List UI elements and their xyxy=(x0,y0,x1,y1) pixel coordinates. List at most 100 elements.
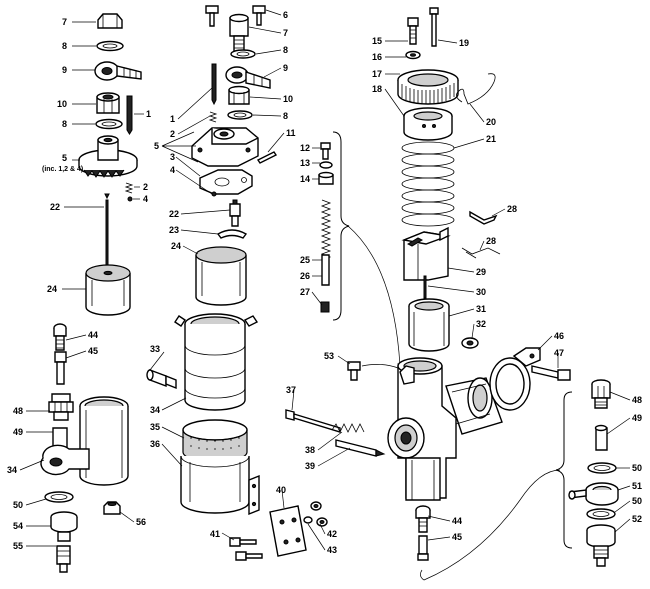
part-21-spring xyxy=(401,141,455,227)
part-51-banjo-right xyxy=(568,482,619,506)
label-17: 17 xyxy=(372,69,382,79)
part-49-filter-right xyxy=(595,427,608,451)
label-45b: 45 xyxy=(452,532,462,542)
label-22a: 22 xyxy=(50,202,60,212)
far-right-column xyxy=(555,379,619,567)
part-48-union-right xyxy=(591,379,611,409)
label-41: 41 xyxy=(210,529,220,539)
label-34b: 34 xyxy=(7,465,17,475)
part-13-washer xyxy=(319,161,333,169)
label-24a: 24 xyxy=(47,284,57,294)
part-41-screws xyxy=(229,537,263,561)
label-52: 52 xyxy=(632,514,642,524)
label-26: 26 xyxy=(300,271,310,281)
part-23-clip xyxy=(216,229,248,239)
label-39: 39 xyxy=(305,461,315,471)
label-8a: 8 xyxy=(62,41,67,51)
label-6: 6 xyxy=(283,10,288,20)
part-24-float xyxy=(85,264,131,316)
part-20-clip xyxy=(456,73,496,105)
part-7-cap-nut xyxy=(97,13,123,29)
left-float-column xyxy=(78,13,142,316)
label-20: 20 xyxy=(486,117,496,127)
label-48b: 48 xyxy=(632,395,642,405)
label-28b: 28 xyxy=(486,236,496,246)
label-22b: 22 xyxy=(169,209,179,219)
label-18: 18 xyxy=(372,84,382,94)
part-11-screw xyxy=(256,151,278,164)
label-11: 11 xyxy=(286,128,296,138)
carburettor-body xyxy=(387,357,503,501)
part-24-float-center xyxy=(195,246,247,306)
label-31: 31 xyxy=(476,304,486,314)
part-19-screw xyxy=(429,7,439,47)
part-38-spring xyxy=(331,423,365,433)
part-52-union-nut-right xyxy=(586,524,616,567)
part-2-spring xyxy=(124,182,134,194)
label-53: 53 xyxy=(324,351,334,361)
part-10-nut-center xyxy=(228,85,250,105)
part-4-ball-center xyxy=(211,191,217,197)
part-55-banjo xyxy=(56,545,71,573)
brace-jet-parts xyxy=(332,131,350,321)
part-37-bolt xyxy=(285,409,341,433)
label-13: 13 xyxy=(300,158,310,168)
part-8-washer-center-2 xyxy=(227,110,253,120)
label-55: 55 xyxy=(13,541,23,551)
part-45-bolt xyxy=(54,351,67,385)
part-30-needle xyxy=(423,275,427,299)
label-10b: 10 xyxy=(283,94,293,104)
part-3-gasket xyxy=(199,169,253,195)
part-number-labels: 7 8 9 10 8 1 5 (inc. 1,2 & 4) 2 4 22 24 … xyxy=(7,10,642,555)
part-22-float-needle xyxy=(104,193,110,271)
main-barrel xyxy=(445,377,503,435)
part-35-float-chamber xyxy=(40,396,129,486)
leader-arrow-lower xyxy=(420,469,561,581)
part-8-washer-center xyxy=(230,49,256,59)
label-5a: 5 xyxy=(62,153,67,163)
part-40-plate xyxy=(269,505,307,557)
part-8-washer xyxy=(96,40,124,52)
part-33-jet xyxy=(146,368,177,390)
label-8b: 8 xyxy=(62,119,67,129)
part-29-piston xyxy=(401,226,451,281)
part-53-screw xyxy=(347,361,399,381)
label-35: 35 xyxy=(150,422,160,432)
part-48-union xyxy=(48,393,74,421)
part-9-banjo-union xyxy=(94,61,142,81)
label-25: 25 xyxy=(300,255,310,265)
center-column xyxy=(146,5,328,561)
label-40: 40 xyxy=(276,485,286,495)
label-16: 16 xyxy=(372,52,382,62)
label-44a: 44 xyxy=(88,330,98,340)
label-4a: 4 xyxy=(143,194,148,204)
label-48a: 48 xyxy=(13,406,23,416)
label-2b: 2 xyxy=(170,129,175,139)
label-9b: 9 xyxy=(283,63,288,73)
label-10a: 10 xyxy=(57,99,67,109)
label-50b: 50 xyxy=(632,463,642,473)
part-17-knurled-ring xyxy=(397,69,459,105)
part-9-banjo-center xyxy=(225,66,271,89)
part-1-needle-center xyxy=(211,63,217,106)
part-1-float-needle xyxy=(126,95,133,135)
part-5-lid-center xyxy=(191,127,259,167)
label-30: 30 xyxy=(476,287,486,297)
label-49b: 49 xyxy=(632,413,642,423)
brace-right xyxy=(555,391,573,549)
part-28-clip-a xyxy=(469,210,498,225)
part-2-spring-center xyxy=(208,111,218,123)
inlet-port xyxy=(387,417,425,459)
label-14: 14 xyxy=(300,174,310,184)
part-44-45-lower xyxy=(415,505,431,561)
part-50-washer-right-2 xyxy=(586,508,616,520)
part-50-washer-right xyxy=(587,462,617,474)
label-8c: 8 xyxy=(283,45,288,55)
part-32-nut xyxy=(461,337,479,349)
part-22-valve-center xyxy=(229,199,241,227)
jet-parts-group xyxy=(318,131,404,374)
label-37: 37 xyxy=(286,385,296,395)
part-54-union-nut xyxy=(50,511,78,542)
